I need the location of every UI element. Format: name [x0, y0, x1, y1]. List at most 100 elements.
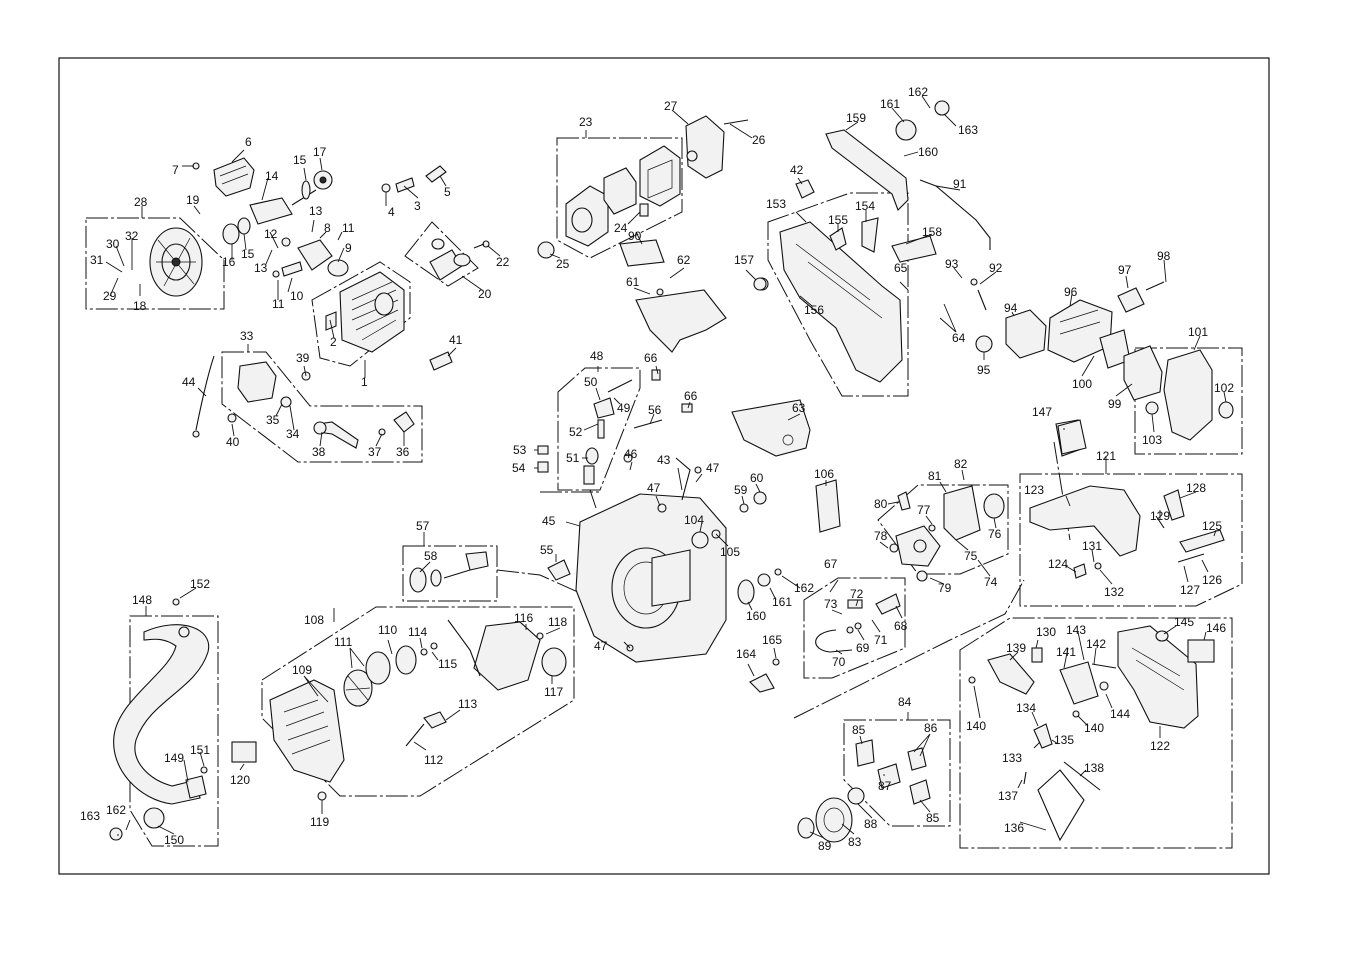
callout-26: 26	[752, 133, 766, 147]
callout-79: 79	[938, 581, 952, 595]
callout-156: 156	[804, 303, 824, 317]
callout-148: 148	[132, 593, 152, 607]
group-57-starter-part	[402, 545, 498, 602]
callout-117: 117	[544, 685, 563, 699]
fuel-hose-part	[381, 165, 447, 193]
callout-153: 153	[766, 197, 786, 211]
callout-162: 162	[908, 85, 928, 99]
callout-127: 127	[1180, 583, 1200, 597]
callout-99: 99	[1108, 397, 1122, 411]
callout-1: 1	[361, 375, 368, 389]
callout-131: 131	[1082, 539, 1102, 553]
callout-28: 28	[134, 195, 148, 209]
callout-135: 135	[1054, 733, 1074, 747]
callout-144: 144	[1110, 707, 1130, 721]
callout-84: 84	[898, 695, 912, 709]
callout-104: 104	[684, 513, 704, 527]
callout-24: 24	[614, 221, 628, 235]
callout-142: 142	[1086, 637, 1106, 651]
callout-133: 133	[1002, 751, 1022, 765]
group-28-flywheel	[85, 217, 225, 310]
carburetor-part	[970, 278, 1047, 359]
crankshaft-part	[249, 180, 317, 225]
callout-27: 27	[664, 99, 678, 113]
callout-86: 86	[924, 721, 938, 735]
callout-23: 23	[579, 115, 593, 129]
callout-41: 41	[449, 333, 463, 347]
callout-75: 75	[964, 549, 978, 563]
cover-101-part	[1145, 349, 1234, 441]
callout-141: 141	[1056, 645, 1076, 659]
callout-22: 22	[496, 255, 510, 269]
callout-116: 116	[514, 611, 533, 625]
callout-36: 36	[396, 445, 410, 459]
callout-100: 100	[1072, 377, 1092, 391]
callout-123: 123	[1024, 483, 1044, 497]
callout-10: 10	[290, 289, 304, 303]
callout-159: 159	[846, 111, 866, 125]
group-20-intake	[404, 221, 479, 287]
callout-25: 25	[556, 257, 570, 271]
plate-61-part	[635, 289, 727, 353]
callout-112: 112	[424, 753, 443, 767]
oil-pump-74-part	[889, 485, 1005, 582]
callout-151: 151	[190, 743, 210, 757]
callout-53: 53	[513, 443, 527, 457]
callout-164: 164	[736, 647, 756, 661]
callout-47: 47	[647, 481, 661, 495]
callout-126: 126	[1202, 573, 1222, 587]
callout-58: 58	[424, 549, 438, 563]
callout-137: 137	[998, 789, 1018, 803]
callout-114: 114	[408, 625, 427, 639]
callout-72: 72	[850, 587, 864, 601]
callout-54: 54	[512, 461, 526, 475]
callout-38: 38	[312, 445, 326, 459]
callout-161: 161	[880, 97, 900, 111]
group-1-cylinder	[311, 261, 411, 367]
callout-160: 160	[746, 609, 766, 623]
part-164-drawing	[749, 673, 775, 693]
callout-50: 50	[584, 375, 598, 389]
callout-34: 34	[286, 427, 300, 441]
wire-91-part	[919, 179, 991, 250]
callout-80: 80	[874, 497, 888, 511]
part-55-drawing	[547, 559, 571, 581]
callout-11: 11	[342, 221, 355, 235]
part-42-drawing	[795, 179, 815, 199]
group-48-pump	[557, 367, 641, 491]
callout-140: 140	[1084, 721, 1104, 735]
callout-20: 20	[478, 287, 492, 301]
callout-134: 134	[1016, 701, 1036, 715]
callout-70: 70	[832, 655, 846, 669]
callout-143: 143	[1066, 623, 1086, 637]
callout-68: 68	[894, 619, 908, 633]
group-153-handle	[767, 192, 909, 397]
diagram-frame	[58, 57, 1270, 875]
callout-13: 13	[254, 261, 268, 275]
side-cover-part	[968, 625, 1215, 842]
part-147-drawing	[1057, 419, 1087, 455]
callout-6: 6	[245, 135, 252, 149]
callout-61: 61	[626, 275, 640, 289]
callout-88: 88	[864, 817, 878, 831]
part-drawings	[109, 100, 1234, 843]
callout-115: 115	[438, 657, 457, 671]
callout-97: 97	[1118, 263, 1132, 277]
part-63-drawing	[731, 399, 811, 457]
oil-pump-48-part	[537, 369, 693, 485]
part-157-drawing	[753, 277, 767, 291]
bar-159-part	[825, 129, 909, 211]
callout-32: 32	[125, 229, 139, 243]
oil-line-67-part	[815, 593, 901, 653]
callout-77: 77	[917, 503, 931, 517]
callout-71: 71	[874, 633, 888, 647]
group-67-oil-line	[803, 577, 906, 679]
damper-161-part	[895, 119, 917, 141]
callout-45: 45	[542, 514, 556, 528]
callout-125: 125	[1202, 519, 1222, 533]
callout-83: 83	[848, 835, 862, 849]
callout-158: 158	[922, 225, 942, 239]
callout-16: 16	[222, 255, 236, 269]
